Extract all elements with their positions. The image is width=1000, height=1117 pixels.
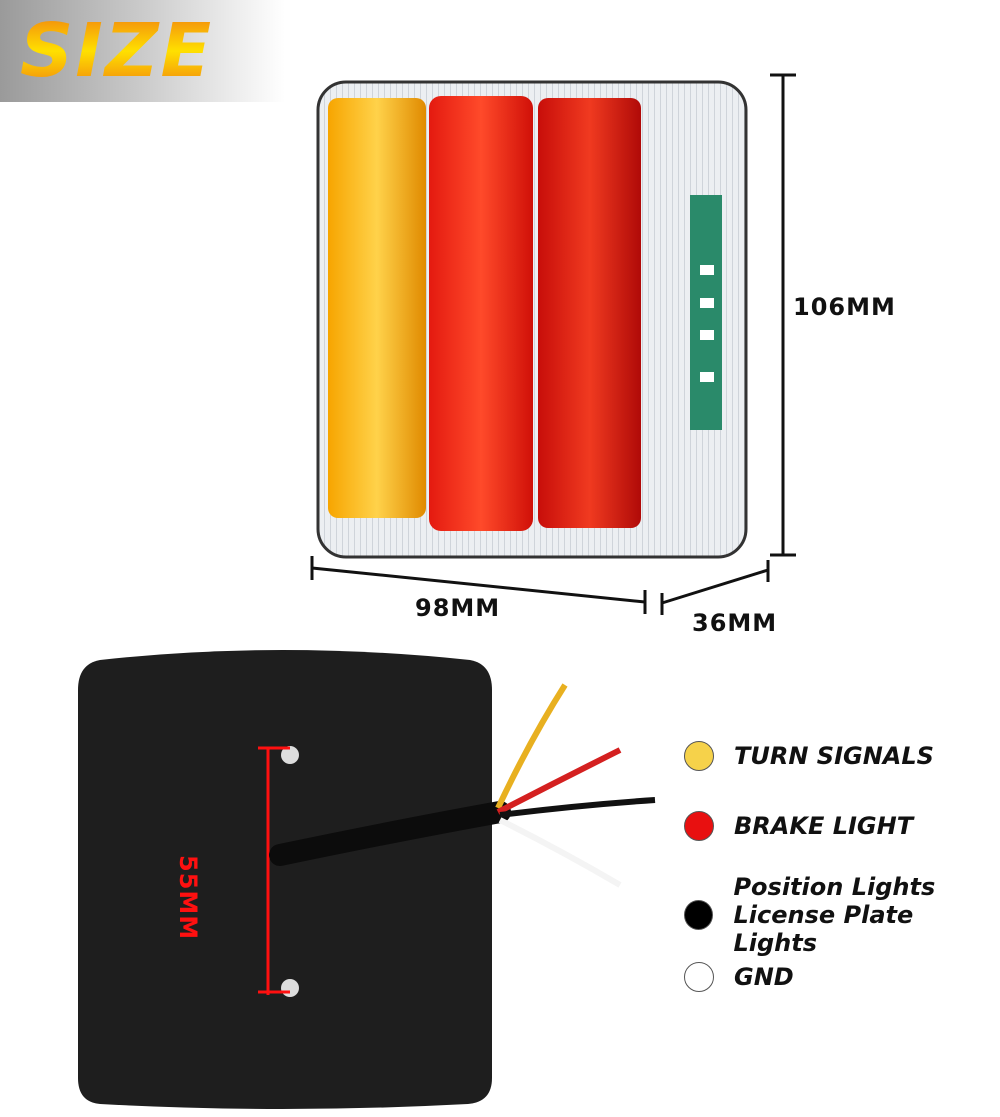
reflector-lens [429,96,533,531]
height-label: 106MM [793,293,896,321]
depth-label: 36MM [692,609,778,637]
black-wire-dot [684,900,714,930]
turn-signal-lens [328,98,426,518]
red-wire-dot [684,811,714,841]
white-wire-dot [684,962,714,992]
brake-light-lens [538,98,641,528]
license-plate-led-board [690,195,722,430]
back-plate [78,650,656,1109]
size-banner: SIZE [0,0,300,102]
mount-spacing-label: 55MM [174,855,202,941]
legend-label: TURN SIGNALS [734,742,934,770]
legend-label: BRAKE LIGHT [734,812,914,840]
legend-position-lights: Position Lights License Plate Lights [684,873,1000,957]
legend-turn-signals: TURN SIGNALS [684,741,934,771]
legend-label: Position Lights [733,873,936,901]
legend-label: GND [734,963,794,991]
dimension-lines [310,73,796,615]
front-lamp [316,80,748,559]
yellow-wire-dot [684,741,714,771]
width-label: 98MM [415,594,501,622]
legend-brake-light: BRAKE LIGHT [684,811,913,841]
size-title: SIZE [20,8,214,94]
legend-gnd: GND [684,962,794,992]
legend-label-secondary: License Plate Lights [733,901,914,957]
